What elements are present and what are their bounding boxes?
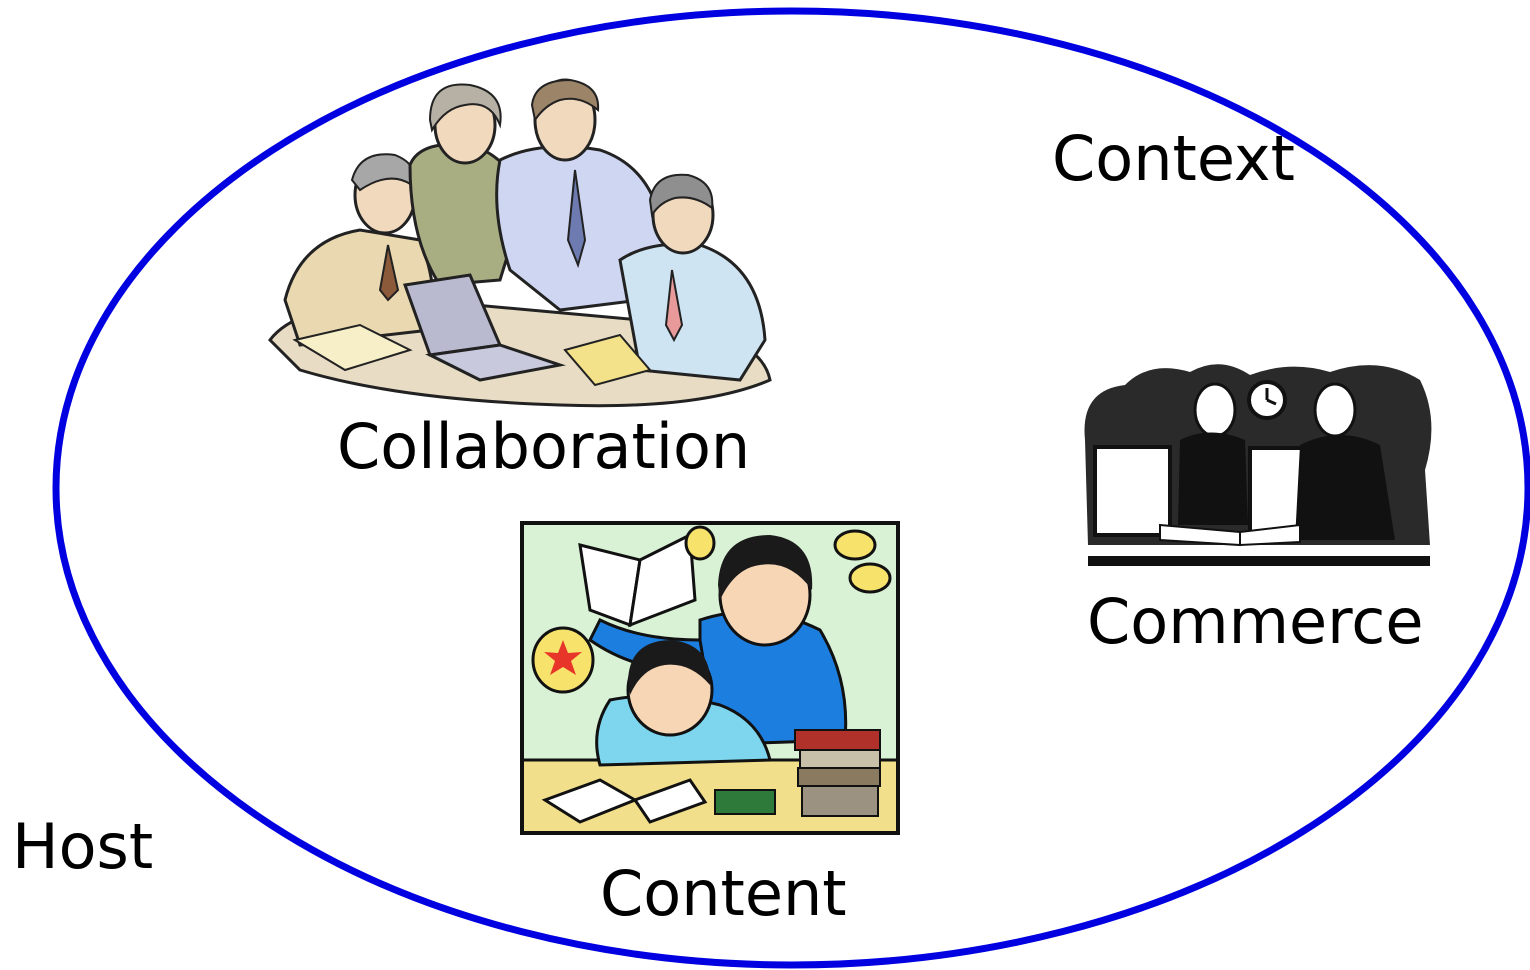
content-illustration bbox=[520, 521, 900, 835]
host-label: Host bbox=[12, 810, 153, 883]
context-label: Context bbox=[1052, 122, 1295, 195]
commerce-label: Commerce bbox=[1087, 585, 1424, 658]
commerce-illustration bbox=[1084, 364, 1432, 566]
context-ellipse bbox=[52, 7, 1530, 969]
collaboration-illustration bbox=[268, 78, 772, 408]
content-label: Content bbox=[600, 857, 847, 930]
collaboration-label: Collaboration bbox=[337, 410, 750, 483]
